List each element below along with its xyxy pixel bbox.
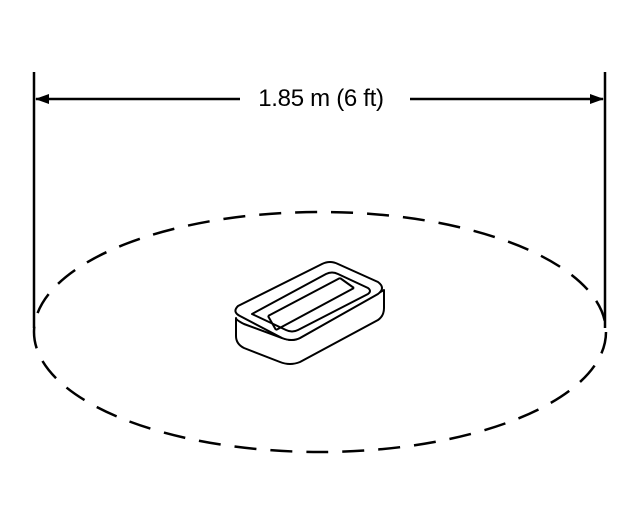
device-tray-icon [234, 261, 385, 365]
clearance-circle [32, 210, 608, 454]
